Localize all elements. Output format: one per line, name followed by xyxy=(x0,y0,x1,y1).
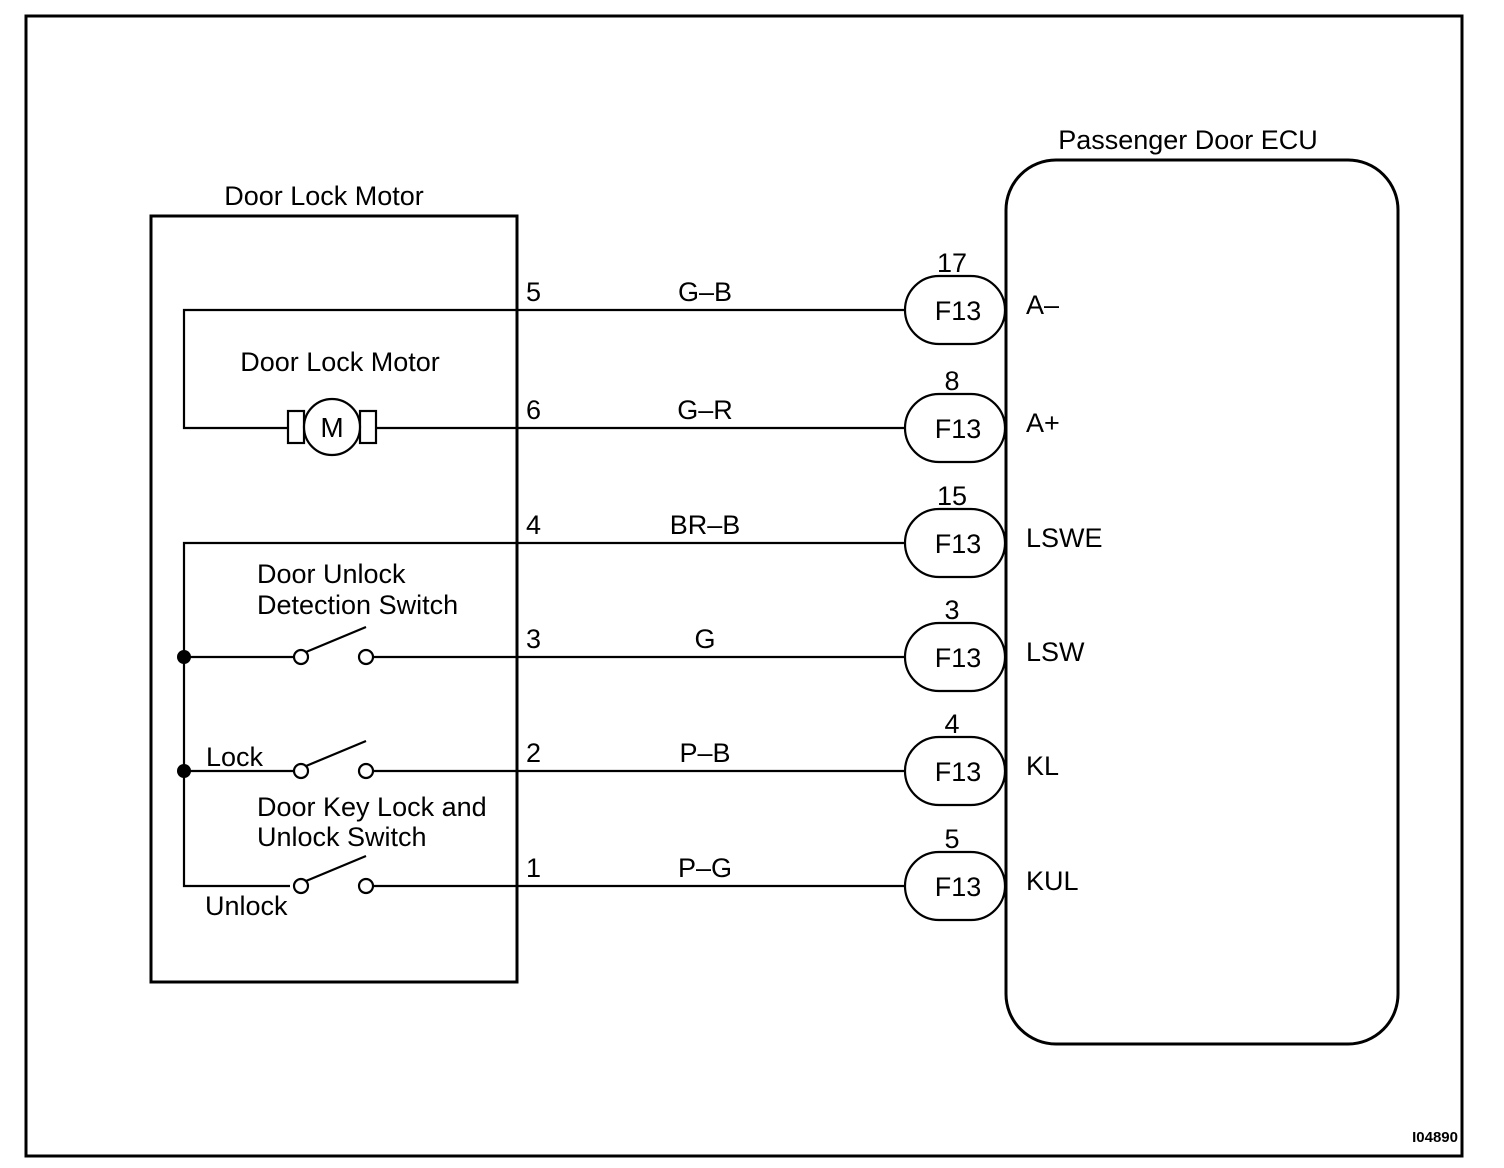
wire-color-code: P–G xyxy=(678,853,732,883)
wire-color-code: G–B xyxy=(678,277,732,307)
ecu-pin-number: 4 xyxy=(944,709,959,739)
ecu-pin-number: 17 xyxy=(937,248,967,278)
ecu-terminal-name: KUL xyxy=(1026,866,1079,896)
ecu-pin-number: 5 xyxy=(944,824,959,854)
motor-loop-wire xyxy=(182,308,517,430)
unlock-label: Unlock xyxy=(205,891,288,921)
unlock-detection-switch-icon xyxy=(184,625,517,666)
connector-code: F13 xyxy=(935,414,982,444)
unlock-detect-label-line1: Door Unlock xyxy=(257,559,406,589)
unlock-switch-icon xyxy=(292,854,517,895)
ecu-box xyxy=(1004,158,1400,1046)
connector-code: F13 xyxy=(935,643,982,673)
lock-label: Lock xyxy=(206,742,264,772)
motor-pin-number: 1 xyxy=(526,853,541,883)
connector-icon xyxy=(903,274,1007,346)
key-switch-label-line2: Unlock Switch xyxy=(257,822,427,852)
motor-block-box xyxy=(149,214,519,984)
ecu-pin-number: 8 xyxy=(944,366,959,396)
common-bus-wire xyxy=(182,541,517,888)
connector-icon xyxy=(903,735,1007,807)
key-switch-label-line1: Door Key Lock and xyxy=(257,792,487,822)
connector-code: F13 xyxy=(935,529,982,559)
connector-code: F13 xyxy=(935,296,982,326)
outer-frame xyxy=(24,14,1464,1158)
connector-code: F13 xyxy=(935,757,982,787)
lock-switch-icon xyxy=(184,739,517,780)
door-lock-motor-block: Door Lock Motor Door Lock Motor M Door U… xyxy=(149,181,519,984)
connector-icon xyxy=(903,850,1007,922)
wire-row: 2 P–B F13 4KL xyxy=(517,709,1059,807)
connector-icon xyxy=(903,621,1007,693)
motor-label: Door Lock Motor xyxy=(240,347,440,377)
motor-icon: M xyxy=(286,397,378,457)
motor-pin-number: 5 xyxy=(526,277,541,307)
connector-code: F13 xyxy=(935,872,982,902)
figure-id: I04890 xyxy=(1412,1129,1458,1146)
wire-color-code: G–R xyxy=(677,395,733,425)
wire-color-code: BR–B xyxy=(670,510,741,540)
connector-icon xyxy=(903,392,1007,464)
motor-pin-number: 3 xyxy=(526,624,541,654)
ecu-pin-number: 15 xyxy=(937,481,967,511)
motor-pin-number: 6 xyxy=(526,395,541,425)
motor-pin-number: 2 xyxy=(526,738,541,768)
ecu-terminal-name: LSWE xyxy=(1026,523,1103,553)
passenger-door-ecu-block: Passenger Door ECU xyxy=(1004,125,1400,1046)
ecu-terminal-name: A+ xyxy=(1026,408,1060,438)
wire-row: 6 G–R F13 8A+ xyxy=(517,366,1060,464)
unlock-detect-label-line2: Detection Switch xyxy=(257,590,458,620)
ecu-terminal-name: KL xyxy=(1026,751,1059,781)
motor-block-title: Door Lock Motor xyxy=(224,181,424,211)
ecu-pin-number: 3 xyxy=(944,595,959,625)
ecu-title: Passenger Door ECU xyxy=(1058,125,1318,155)
wire-color-code: P–B xyxy=(679,738,730,768)
ecu-terminal-name: A– xyxy=(1026,290,1059,320)
wire-row: 5 G–B F13 17A– xyxy=(517,248,1059,346)
wire-color-code: G xyxy=(694,624,715,654)
motor-symbol: M xyxy=(320,412,343,443)
connector-icon xyxy=(903,507,1007,579)
ecu-terminal-name: LSW xyxy=(1026,637,1085,667)
motor-pin-number: 4 xyxy=(526,510,541,540)
